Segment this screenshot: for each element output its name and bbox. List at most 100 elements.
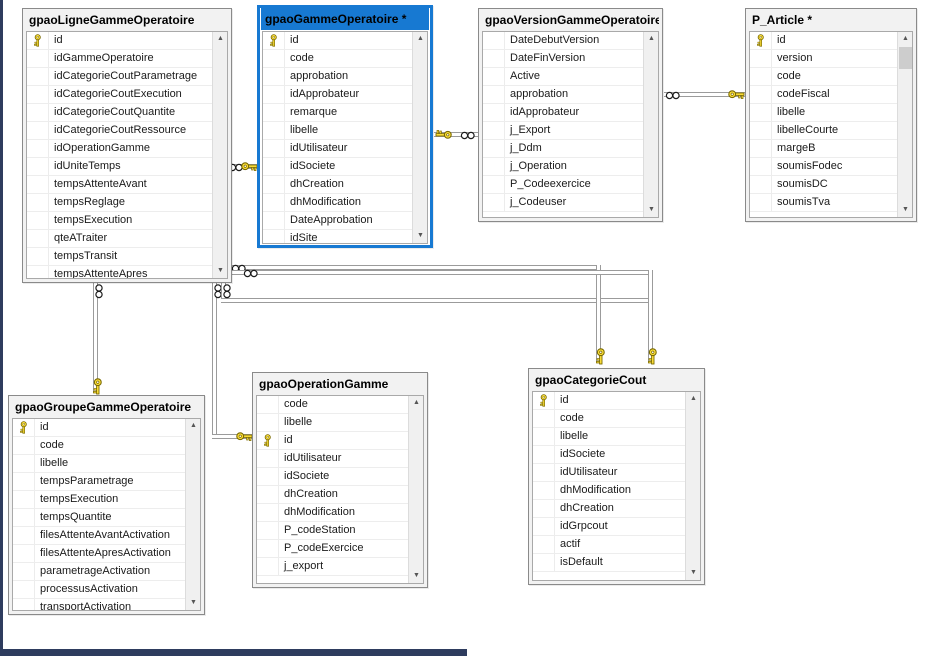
table-header[interactable]: gpaoOperationGamme [259,377,389,391]
field-row[interactable]: code [13,437,200,455]
field-row[interactable]: idApprobateur [483,104,658,122]
field-row[interactable]: idSociete [533,446,700,464]
relationship-line-gamme-version[interactable] [434,132,478,137]
field-row[interactable]: tempsExecution [13,491,200,509]
field-row[interactable]: libelle [263,122,427,140]
scroll-up-arrow-icon[interactable]: ▲ [213,32,227,46]
field-row[interactable]: libelle [257,414,423,432]
field-row[interactable]: codeFiscal [750,86,912,104]
field-row[interactable]: parametrageActivation [13,563,200,581]
field-row[interactable]: idCategorieCoutQuantite [27,104,227,122]
field-row[interactable]: P_codeStation [257,522,423,540]
field-row[interactable]: j_export [257,558,423,576]
field-row[interactable]: id [257,432,423,450]
scroll-down-arrow-icon[interactable]: ▼ [644,203,658,217]
field-row[interactable]: j_Operation [483,158,658,176]
scroll-up-arrow-icon[interactable]: ▲ [409,396,423,410]
scroll-down-arrow-icon[interactable]: ▼ [186,596,200,610]
field-row[interactable]: tempsReglage [27,194,227,212]
table-header[interactable]: gpaoGammeOperatoire * [261,8,429,30]
field-row[interactable]: idUtilisateur [263,140,427,158]
field-row[interactable]: idSite [263,230,427,243]
field-row[interactable]: idApprobateur [263,86,427,104]
field-row[interactable]: idCategorieCoutExecution [27,86,227,104]
field-row[interactable]: idSociete [257,468,423,486]
field-row[interactable]: j_Codeuser [483,194,658,212]
field-row[interactable]: tempsParametrage [13,473,200,491]
field-row[interactable]: libelle [533,428,700,446]
field-row[interactable]: DateApprobation [263,212,427,230]
field-row[interactable]: tempsTransit [27,248,227,266]
field-row[interactable]: DateFinVersion [483,50,658,68]
relationship-line-categorie-ligne-2[interactable] [648,270,653,363]
table-scrollbar[interactable]: ▲▼ [412,32,427,243]
scroll-down-arrow-icon[interactable]: ▼ [898,203,912,217]
scroll-up-arrow-icon[interactable]: ▲ [686,392,700,406]
scroll-down-arrow-icon[interactable]: ▼ [409,569,423,583]
table-header[interactable]: gpaoGroupeGammeOperatoire [15,400,192,414]
scroll-up-arrow-icon[interactable]: ▲ [644,32,658,46]
field-row[interactable]: libelleCourte [750,122,912,140]
field-row[interactable]: id [750,32,912,50]
field-row[interactable]: id [13,419,200,437]
field-row[interactable]: dhCreation [533,500,700,518]
field-row[interactable]: P_codeExercice [257,540,423,558]
field-row[interactable]: filesAttenteAvantActivation [13,527,200,545]
field-row[interactable]: idUtilisateur [257,450,423,468]
field-row[interactable]: tempsAttenteAvant [27,176,227,194]
relationship-line-groupe-ligne[interactable] [93,283,98,393]
field-row[interactable]: tempsExecution [27,212,227,230]
table-scrollbar[interactable]: ▲▼ [212,32,227,278]
field-row[interactable]: isDefault [533,554,700,572]
field-row[interactable]: id [263,32,427,50]
table-scrollbar[interactable]: ▲▼ [643,32,658,217]
table-scrollbar[interactable]: ▲▼ [408,396,423,583]
field-row[interactable]: filesAttenteApresActivation [13,545,200,563]
table-header[interactable]: gpaoVersionGammeOperatoire [485,13,659,27]
field-row[interactable]: transportActivation [13,599,200,610]
field-row[interactable]: remarque [263,104,427,122]
relationship-line-categorie-ligne-1[interactable] [596,265,601,363]
relationship-line-categorie-ligne-1[interactable] [232,265,600,270]
table-header[interactable]: P_Article * [752,13,813,27]
scroll-up-arrow-icon[interactable]: ▲ [898,32,912,46]
scroll-up-arrow-icon[interactable]: ▲ [413,32,427,46]
field-row[interactable]: j_Ddm [483,140,658,158]
field-row[interactable]: P_Codeexercice [483,176,658,194]
field-row[interactable]: code [263,50,427,68]
field-row[interactable]: j_Export [483,122,658,140]
field-row[interactable]: id [533,392,700,410]
field-row[interactable]: Active [483,68,658,86]
scroll-up-arrow-icon[interactable]: ▲ [186,419,200,433]
field-row[interactable]: idSociete [263,158,427,176]
field-row[interactable]: dhModification [533,482,700,500]
scroll-down-arrow-icon[interactable]: ▼ [413,229,427,243]
field-row[interactable]: version [750,50,912,68]
field-row[interactable]: libelle [13,455,200,473]
relationship-line-operation-ligne[interactable] [212,283,217,438]
table-scrollbar[interactable]: ▲▼ [897,32,912,217]
field-row[interactable]: idUniteTemps [27,158,227,176]
relationship-line-operation-ligne[interactable] [212,434,252,439]
scroll-down-arrow-icon[interactable]: ▼ [213,264,227,278]
field-row[interactable]: qteATraiter [27,230,227,248]
field-row[interactable]: code [750,68,912,86]
table-scrollbar[interactable]: ▲▼ [185,419,200,610]
table-scrollbar[interactable]: ▲▼ [685,392,700,580]
field-row[interactable]: idUtilisateur [533,464,700,482]
relationship-line-categorie-ligne-2[interactable] [232,270,653,275]
table-header[interactable]: gpaoCategorieCout [535,373,647,387]
field-row[interactable]: dhModification [257,504,423,522]
field-row[interactable]: dhCreation [263,176,427,194]
field-row[interactable]: dhCreation [257,486,423,504]
scroll-down-arrow-icon[interactable]: ▼ [686,566,700,580]
field-row[interactable]: idCategorieCoutRessource [27,122,227,140]
field-row[interactable]: libelle [750,104,912,122]
field-row[interactable]: code [257,396,423,414]
field-row[interactable]: soumisTva [750,194,912,212]
